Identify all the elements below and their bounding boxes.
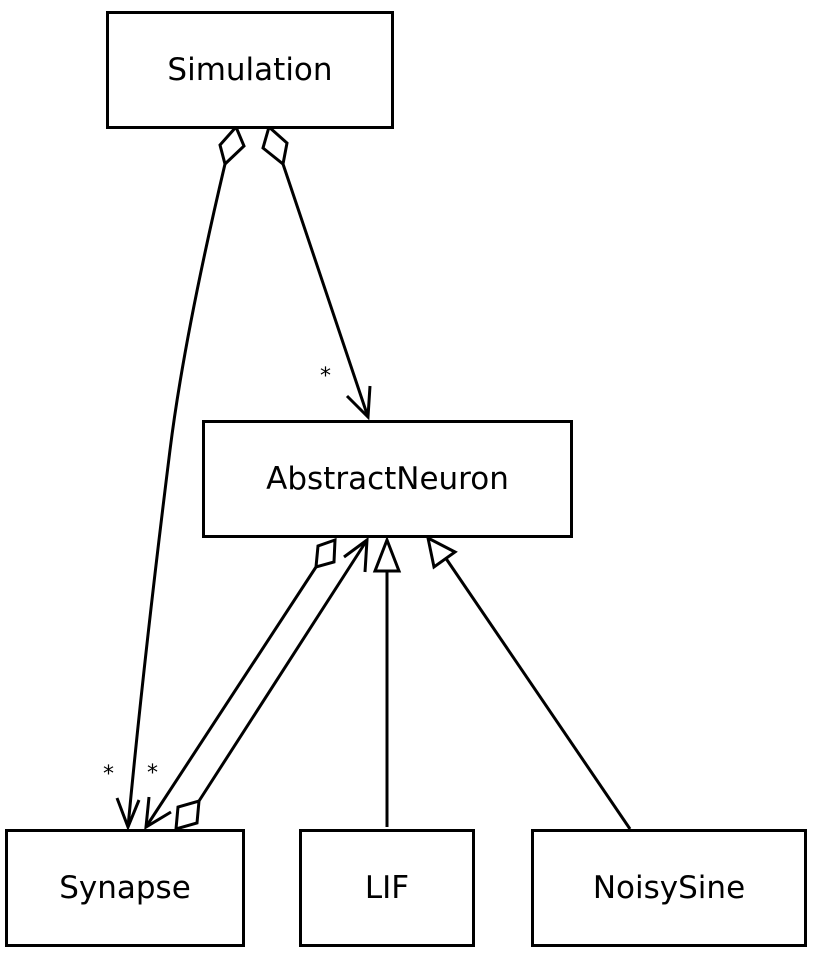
edge-lif-abstractneuron xyxy=(372,535,402,827)
arrow-head-icon xyxy=(345,385,372,421)
edge-line xyxy=(126,163,227,828)
arrow-head-icon xyxy=(115,797,141,832)
edge-simulation-abstractneuron xyxy=(261,124,372,421)
arrow-head-icon xyxy=(343,536,369,573)
edge-simulation-synapse xyxy=(115,124,246,832)
class-name: AbstractNeuron xyxy=(266,461,509,497)
class-name: Synapse xyxy=(59,870,191,906)
class-box-noisysine[interactable]: NoisySine xyxy=(531,829,807,947)
arrow-head-icon xyxy=(144,796,172,830)
aggregation-diamond-icon xyxy=(174,798,201,832)
class-name: LIF xyxy=(364,870,410,906)
edge-line xyxy=(197,539,369,802)
aggregation-diamond-icon xyxy=(218,124,246,167)
edge-line xyxy=(144,566,318,828)
generalization-triangle-icon xyxy=(372,535,402,573)
edge-synapse-abstractneuron xyxy=(174,536,369,832)
aggregation-diamond-icon xyxy=(314,537,337,570)
edge-abstractneuron-synapse xyxy=(144,537,337,830)
class-box-simulation[interactable]: Simulation xyxy=(106,11,394,129)
edge-line xyxy=(443,556,632,830)
class-box-abstractneuron[interactable]: AbstractNeuron xyxy=(202,420,573,538)
class-name: Simulation xyxy=(167,52,333,88)
class-name: NoisySine xyxy=(592,870,746,906)
multiplicity-abstractneuron-synapse: * xyxy=(147,761,158,786)
edge-line xyxy=(281,163,370,418)
multiplicity-simulation-abstractneuron: * xyxy=(320,364,331,389)
aggregation-diamond-icon xyxy=(261,124,289,167)
class-box-synapse[interactable]: Synapse xyxy=(5,829,245,947)
class-box-lif[interactable]: LIF xyxy=(299,829,475,947)
multiplicity-simulation-synapse: * xyxy=(103,762,114,787)
generalization-triangle-icon xyxy=(425,535,458,570)
edge-noisysine-abstractneuron xyxy=(425,535,632,830)
